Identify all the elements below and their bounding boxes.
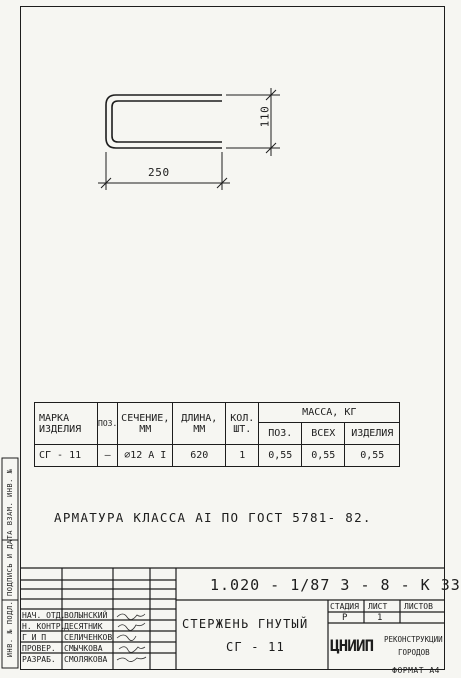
height-dimension [226,88,280,156]
height-dimension-value: 110 [258,105,272,128]
stadiya-label: СТАДИЯ [330,602,359,611]
width-dimension-value: 250 [148,166,170,179]
header-poz: ПОЗ. [96,402,119,445]
stadiya-value: Р [342,613,348,623]
staff-name: СЕЛИЧЕНКОВ [64,633,113,642]
header-marka: МАРКА ИЗДЕЛИЯ [34,402,98,445]
org-name-line-1: РЕКОНСТРУКЦИИ [384,635,443,644]
drawing-sheet [20,6,445,670]
listov-label: ЛИСТОВ [404,602,433,611]
staff-role: Н. КОНТР. [22,622,66,631]
header-massa: МАССА, КГ [258,402,401,423]
reinforcement-note: АРМАТУРА КЛАССА АI ПО ГОСТ 5781- 82. [54,510,372,525]
title-line-1: СТЕРЖЕНЬ ГНУТЫЙ [182,617,309,631]
margin-label: ИНВ. № ПОДЛ. ПОДПИСЬ И ДАТА ВЗАМ. ИНВ. № [6,468,14,658]
staff-name: ВОЛЫНСКИЙ [64,611,108,620]
bent-rod-shape [105,94,222,149]
header-dlina: ДЛИНА, ММ [172,402,227,445]
list-label: ЛИСТ [368,602,388,611]
rebar-drawing [1,88,445,670]
staff-role: НАЧ. ОТД. [22,611,66,620]
list-value: 1 [377,613,383,623]
staff-role: РАЗРАБ. [22,655,56,664]
cell-kol: 1 [225,444,260,467]
width-dimension [98,152,230,190]
cell-dlina: 620 [172,444,227,467]
header-massa-izdeliya: ИЗДЕЛИЯ [344,422,401,445]
cell-poz: – [96,444,119,467]
cell-sechenie: ⌀12 А I [117,444,174,467]
header-massa-poz: ПОЗ. [258,422,303,445]
staff-role: Г И П [22,633,47,642]
staff-name: СМЫЧКОВА [64,644,103,653]
title-line-2: СГ - 11 [226,640,285,654]
format-label: ФОРМАТ А4 [392,666,440,675]
title-block-grid [20,567,445,670]
org-logo: ЦНИИП [330,636,374,655]
header-massa-vsekh: ВСЕХ [301,422,346,445]
cell-massa-vsekh: 0,55 [301,444,346,467]
signatures [116,613,147,662]
staff-name: СМОЛЯКОВА [64,655,108,664]
staff-name: ДЕСЯТНИК [64,622,103,631]
header-kol: КОЛ. ШТ. [225,402,260,445]
cell-marka: СГ - 11 [34,444,98,467]
header-sechenie: СЕЧЕНИЕ, ММ [117,402,174,445]
org-name-line-2: ГОРОДОВ [398,648,430,657]
specification-table: МАРКА ИЗДЕЛИЯ ПОЗ. СЕЧЕНИЕ, ММ ДЛИНА, ММ… [34,402,401,467]
table-row: СГ - 11 – ⌀12 А I 620 1 0,55 0,55 0,55 [34,444,401,467]
margin-strip [1,457,19,669]
staff-role: ПРОВЕР. [22,644,56,653]
cell-massa-poz: 0,55 [258,444,303,467]
cell-massa-izdeliya: 0,55 [344,444,401,467]
document-code: 1.020 - 1/87 3 - 8 - К 33 [210,576,461,594]
